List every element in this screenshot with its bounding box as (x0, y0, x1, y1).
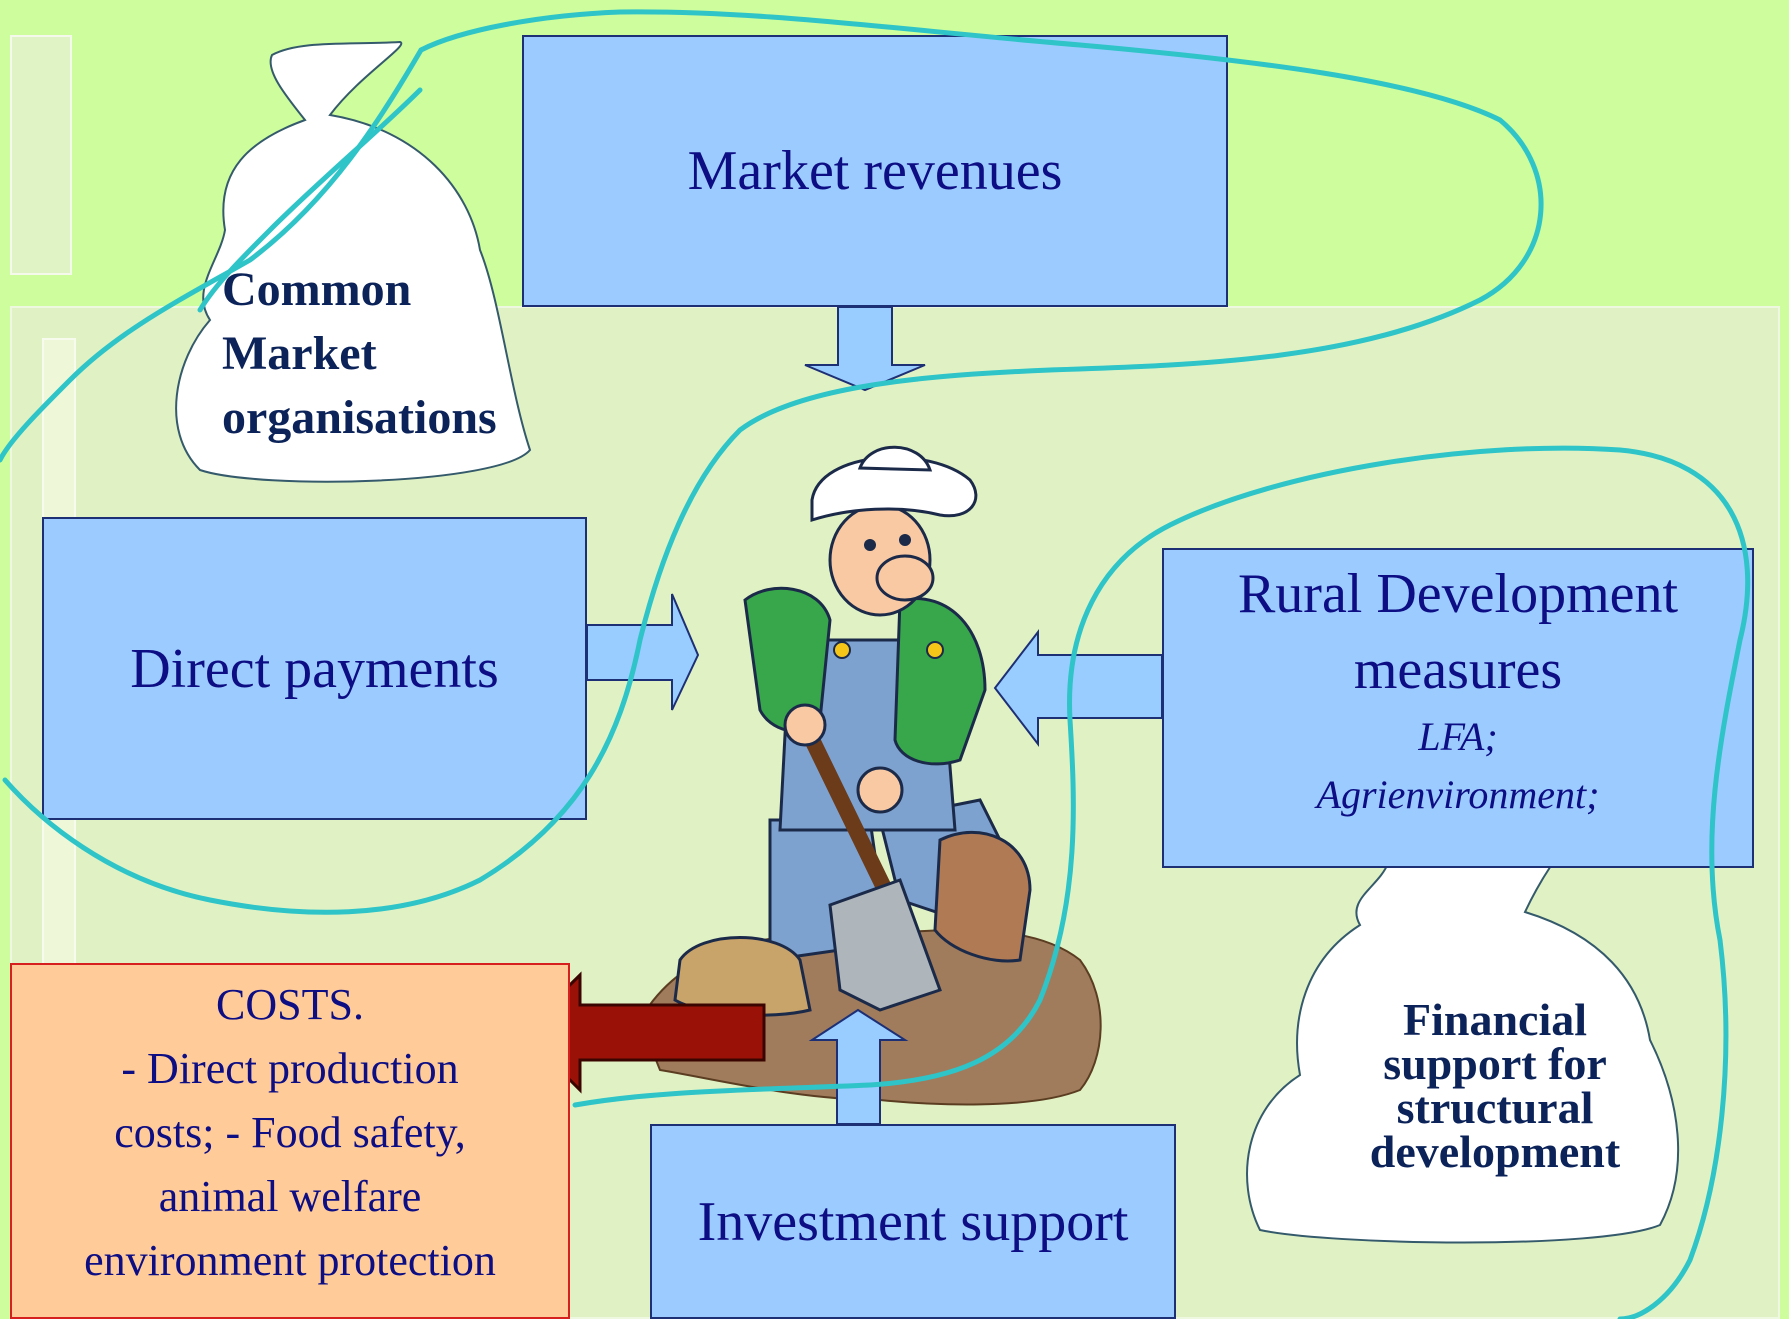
bag-right-line-2: support for (1383, 1038, 1607, 1089)
costs-line-4: animal welfare (158, 1172, 422, 1221)
bag-left-line-2: Market (222, 327, 377, 380)
bag-left-line-3: organisations (222, 391, 497, 444)
bag-right-line-3: structural (1396, 1082, 1594, 1133)
rural-development-subtitle: measures (1353, 639, 1563, 701)
right-arrow (586, 593, 700, 711)
financial-support-label: Financial support for structural develop… (1330, 994, 1660, 1177)
left-arrow (993, 629, 1163, 747)
costs-line-1: COSTS. (216, 980, 364, 1029)
bag-right-line-1: Financial (1402, 994, 1588, 1045)
costs-line-3: costs; - Food safety, (114, 1108, 466, 1157)
rural-development-item-agrienvironment: Agrienvironment; (1316, 772, 1600, 817)
rural-development-title: Rural Development (1237, 563, 1679, 625)
rural-development-item-lfa: LFA; (1418, 714, 1498, 759)
down-arrow (804, 306, 926, 392)
direct-payments-box: Direct payments (42, 517, 587, 820)
rural-development-box: Rural Development measures LFA; Agrienvi… (1162, 548, 1754, 868)
costs-box: COSTS. - Direct production costs; - Food… (10, 963, 570, 1319)
bag-left-line-1: Common (222, 263, 412, 316)
common-market-organisations-label: Common Market organisations (222, 258, 497, 450)
investment-support-label: Investment support (697, 1190, 1129, 1253)
bag-right-line-4: development (1369, 1126, 1621, 1177)
investment-support-box: Investment support (650, 1124, 1176, 1319)
direct-payments-label: Direct payments (130, 637, 499, 700)
costs-line-5: environment protection (84, 1236, 496, 1285)
farmer-with-shovel-icon (673, 445, 1032, 1017)
market-revenues-box: Market revenues (522, 35, 1228, 307)
costs-line-2: - Direct production (121, 1044, 459, 1093)
market-revenues-label: Market revenues (687, 140, 1063, 202)
